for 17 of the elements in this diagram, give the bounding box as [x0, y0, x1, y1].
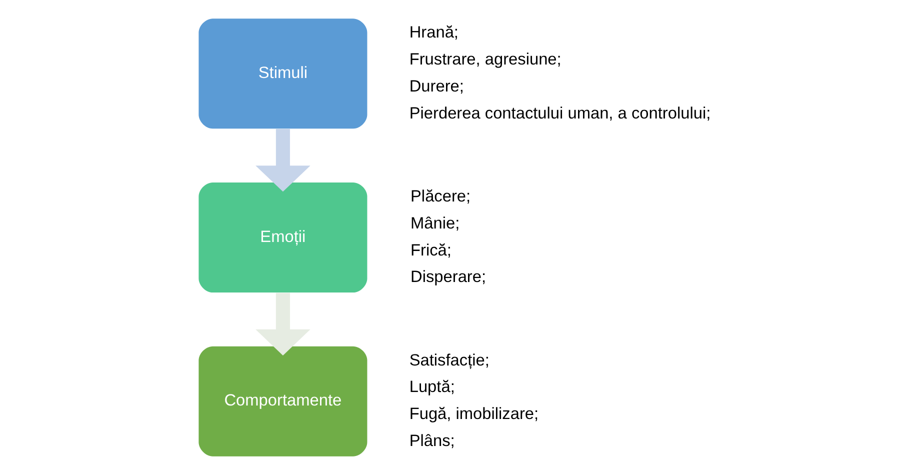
- node-label: Satisfacție;: [409, 351, 490, 370]
- node-label: Frustrare, agresiune;: [409, 50, 562, 69]
- node-label: Disperare;: [410, 268, 486, 286]
- arrow: [256, 129, 310, 192]
- node-box: Stimuli: [198, 18, 368, 129]
- node-box: Emoții: [198, 182, 368, 292]
- node-label: Frică;: [410, 241, 452, 260]
- node-label: Hrană;: [409, 24, 458, 42]
- node-box: Comportamente: [198, 346, 368, 456]
- node-label: Mânie;: [410, 214, 460, 232]
- node-label: Durere;: [409, 77, 464, 96]
- node-label: Plăcere;: [410, 187, 471, 206]
- node-label: Fugă, imobilizare;: [409, 405, 539, 424]
- node-label: Pierderea contactului uman, a controlului;: [409, 104, 711, 122]
- arrow: [256, 292, 310, 356]
- node-label: Luptă;: [409, 378, 455, 396]
- node-label: Plâns;: [409, 432, 455, 450]
